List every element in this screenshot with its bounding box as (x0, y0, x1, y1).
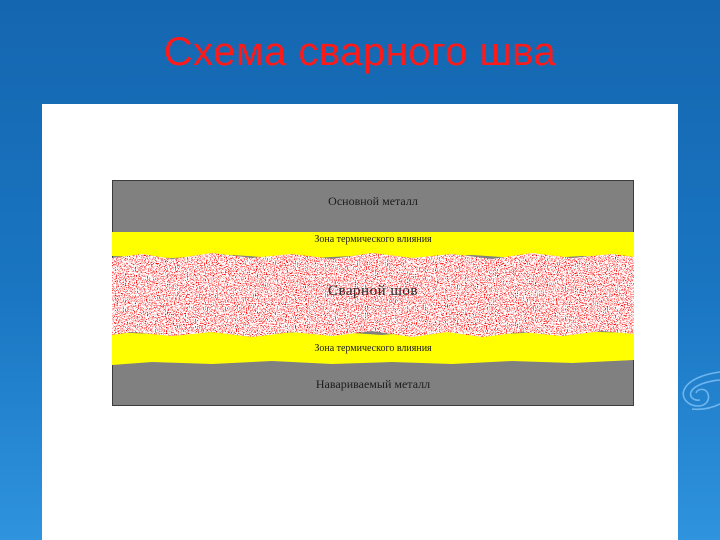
seam-region (112, 253, 634, 337)
deposited-metal-region (113, 360, 633, 405)
haz-bottom-label: Зона термического влияния (314, 343, 432, 354)
haz-top-region (112, 232, 634, 259)
haz-bottom-region (112, 330, 634, 365)
swirl-ornament-icon (682, 371, 720, 411)
content-panel: Основной металл Зона термического влияни… (42, 104, 678, 540)
seam-label: Сварной шов (328, 283, 418, 299)
weld-diagram: Основной металл Зона термического влияни… (112, 180, 634, 406)
slide-title: Схема сварного шва (163, 30, 557, 74)
weld-diagram-graphic (112, 180, 634, 406)
base-metal-label: Основной металл (328, 194, 418, 208)
deposited-metal-label: Навариваемый металл (315, 377, 431, 391)
haz-top-label: Зона термического влияния (314, 234, 432, 245)
